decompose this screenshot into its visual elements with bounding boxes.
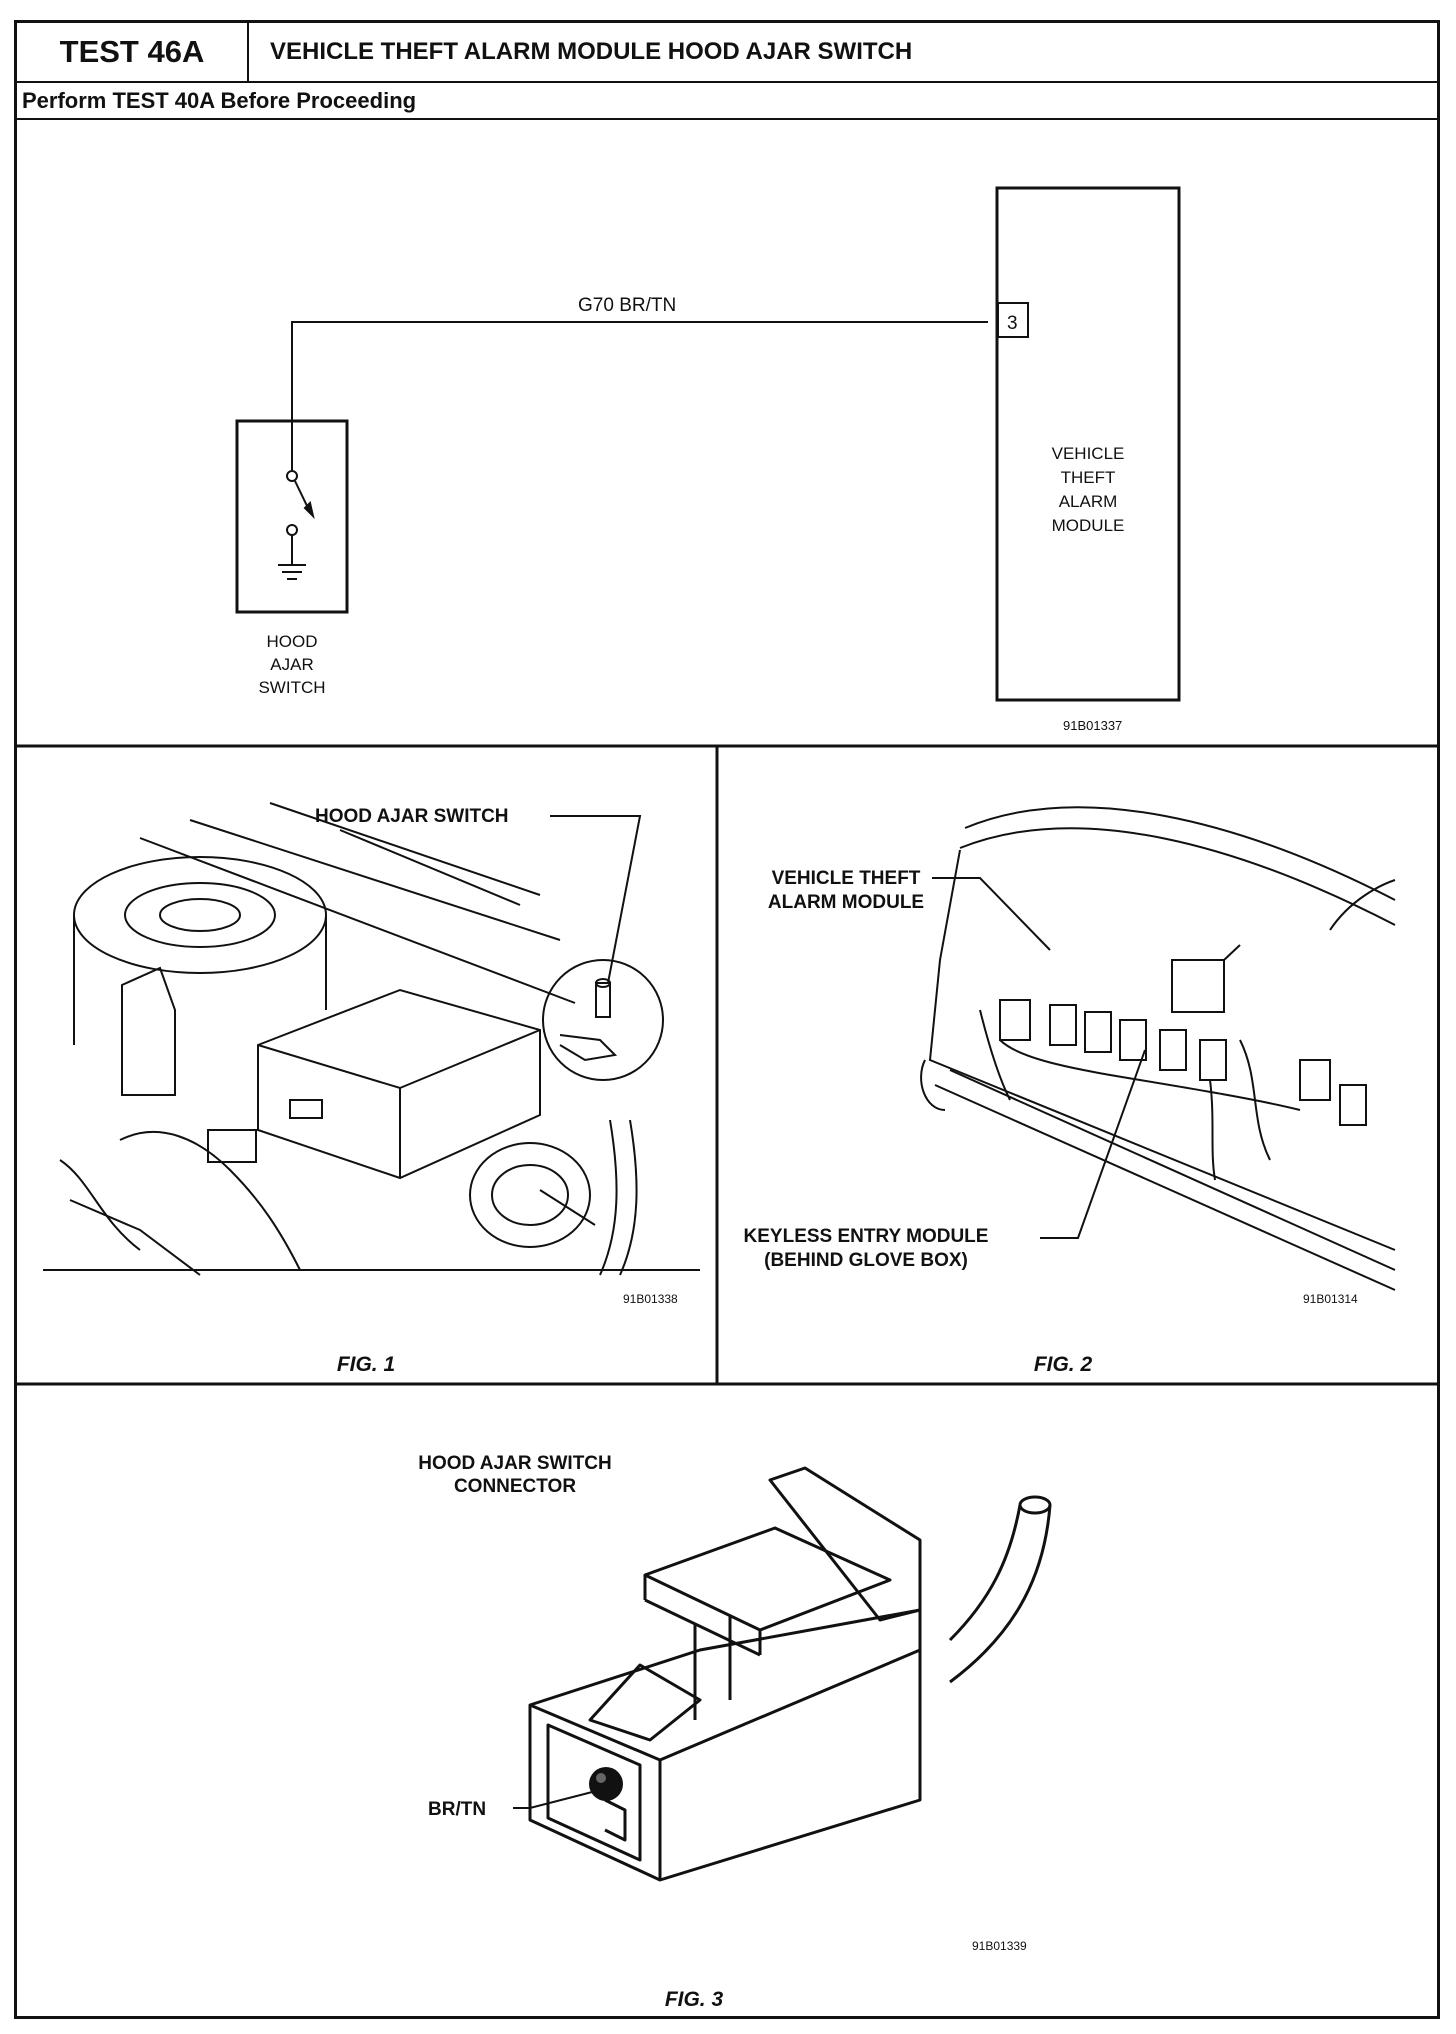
module-label-line: MODULE bbox=[1052, 516, 1125, 535]
test-id: TEST 46A bbox=[17, 23, 249, 81]
schematic: G70 BR/TN 3 VEHICLE THEFT ALARM MODULE H… bbox=[235, 186, 1181, 733]
terminal-highlight bbox=[596, 1773, 606, 1783]
switch-label-line: SWITCH bbox=[258, 678, 325, 697]
fig2-caption: FIG. 2 bbox=[1034, 1353, 1093, 1376]
switch-symbol-icon bbox=[278, 421, 315, 580]
module-label-line: VEHICLE bbox=[1052, 444, 1125, 463]
fig3-wire-label: BR/TN bbox=[428, 1799, 486, 1820]
divider bbox=[14, 118, 1440, 120]
figure-code: 91B01314 bbox=[1303, 1292, 1358, 1306]
pin-number: 3 bbox=[1007, 313, 1018, 334]
test-title: VEHICLE THEFT ALARM MODULE HOOD AJAR SWI… bbox=[270, 38, 913, 65]
fig1-engine-illustration bbox=[43, 802, 700, 1276]
terminal-icon bbox=[589, 1767, 623, 1801]
wire-g70 bbox=[291, 321, 988, 463]
fig2-callout-module-line: ALARM MODULE bbox=[768, 892, 924, 913]
wire-label: G70 BR/TN bbox=[578, 295, 676, 316]
figure-code: 91B01338 bbox=[623, 1292, 678, 1306]
figure-code: 91B01339 bbox=[972, 1939, 1027, 1953]
fig2-dash-illustration bbox=[920, 806, 1396, 1291]
fig2-callout-module-line: VEHICLE THEFT bbox=[772, 868, 921, 889]
prerequisite-note: Perform TEST 40A Before Proceeding bbox=[22, 88, 417, 113]
switch-label-line: HOOD bbox=[267, 632, 318, 651]
header-row: TEST 46A VEHICLE THEFT ALARM MODULE HOOD… bbox=[14, 20, 1440, 83]
fig3-caption: FIG. 3 bbox=[665, 1988, 724, 2011]
fig2-callout-keyless-line: KEYLESS ENTRY MODULE bbox=[744, 1226, 989, 1247]
fig2-module-leader bbox=[932, 877, 1051, 951]
pin-box bbox=[997, 302, 1029, 338]
fig2-callout-keyless-line: (BEHIND GLOVE BOX) bbox=[764, 1250, 968, 1271]
fig1-callout-leader bbox=[550, 815, 642, 984]
module-label-line: THEFT bbox=[1061, 468, 1116, 487]
fig3-title-line: HOOD AJAR SWITCH bbox=[418, 1453, 612, 1474]
fig3-wire-leader bbox=[513, 1789, 601, 1809]
connector-illustration bbox=[528, 1466, 1052, 1882]
module-label: VEHICLE THEFT ALARM MODULE bbox=[1052, 444, 1125, 535]
page-frame bbox=[14, 20, 1440, 2019]
fig1-callout: HOOD AJAR SWITCH bbox=[315, 806, 509, 827]
figure-code: 91B01337 bbox=[1063, 718, 1122, 733]
fig1-caption: FIG. 1 bbox=[337, 1353, 395, 1376]
module-label-line: ALARM bbox=[1059, 492, 1118, 511]
fig3-title: HOOD AJAR SWITCH CONNECTOR bbox=[418, 1453, 612, 1497]
fig3-title-line: CONNECTOR bbox=[454, 1476, 576, 1497]
fig2-callout-keyless: KEYLESS ENTRY MODULE (BEHIND GLOVE BOX) bbox=[744, 1226, 989, 1271]
fig2-callout-module: VEHICLE THEFT ALARM MODULE bbox=[768, 868, 924, 913]
switch-label: HOOD AJAR SWITCH bbox=[258, 632, 325, 697]
module-box bbox=[995, 186, 1181, 702]
switch-label-line: AJAR bbox=[270, 655, 313, 674]
fig2-keyless-leader bbox=[1040, 1049, 1146, 1239]
